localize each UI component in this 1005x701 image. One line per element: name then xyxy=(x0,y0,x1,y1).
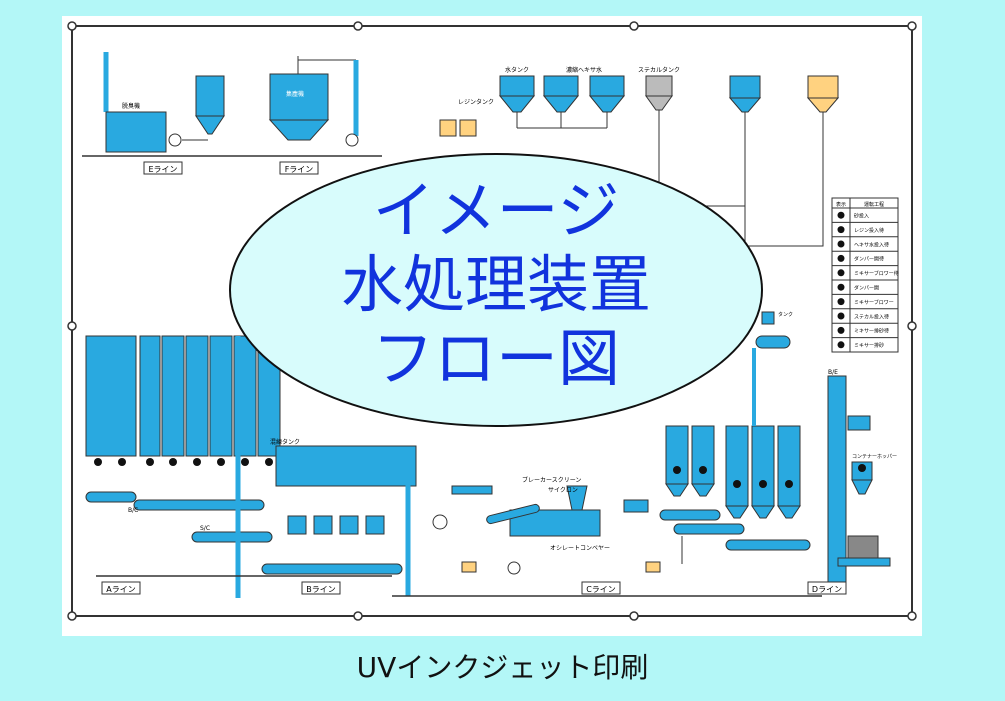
flow-diagram-panel: Eライン Fライン 脱臭機 集塵機 水タンク 濃縮ヘキサ水 ステカルタンク レジ… xyxy=(62,16,922,636)
c-line-units xyxy=(432,485,661,575)
cyclone-label: サイクロン xyxy=(548,487,578,494)
line-a-label: Aライン xyxy=(106,585,135,594)
legend-rows: 砂投入レジン投入待ヘキサ水投入待ダンパー開待ミキサーブロワー待ダンパー開ミキサー… xyxy=(832,211,899,353)
flow-diagram: Eライン Fライン 脱臭機 集塵機 水タンク 濃縮ヘキサ水 ステカルタンク レジ… xyxy=(67,21,917,621)
legend-indicator-icon xyxy=(837,326,845,334)
legend-indicator-icon xyxy=(837,211,845,219)
line-b-label: Bライン xyxy=(306,585,336,594)
legend-item-label: ステカル投入待 xyxy=(854,313,889,320)
legend-item-label: ミキサーブロワー xyxy=(854,299,894,306)
legend-item-label: 砂投入 xyxy=(854,213,869,220)
frame-bolts xyxy=(67,21,917,621)
legend-item-label: レジン投入待 xyxy=(854,227,884,234)
legend-item-label: ダンパー開待 xyxy=(854,256,884,263)
legend-indicator-icon xyxy=(837,226,845,234)
container-hopper-label: コンテナーホッパー xyxy=(852,454,897,460)
hexa-water-label: 濃縮ヘキサ水 xyxy=(566,66,602,74)
a-line-indicators xyxy=(94,458,273,466)
dust-collector-label: 集塵機 xyxy=(286,90,304,98)
diagram-frame xyxy=(71,25,913,617)
line-e-label: Eライン xyxy=(148,165,177,174)
legend-indicator-icon xyxy=(837,254,845,262)
legend-item-label: ミキサー排砂 xyxy=(854,342,884,349)
legend-indicator-icon xyxy=(837,269,845,277)
mixing-tank-label: 混練タンク xyxy=(270,438,300,446)
legend-header-process: 運転工程 xyxy=(864,201,884,208)
resin-tanks xyxy=(439,119,477,137)
b-line-units xyxy=(261,445,417,596)
line-c-label: Cライン xyxy=(586,585,616,594)
be-label: B/E xyxy=(828,369,838,376)
water-tank-label: 水タンク xyxy=(505,66,529,74)
legend-item-label: ミキサー排砂待 xyxy=(854,328,889,335)
legend-indicator-icon xyxy=(837,298,845,306)
a-bc-label: B/C xyxy=(128,507,138,514)
deodorizer-label: 脱臭機 xyxy=(122,102,140,110)
legend-indicator-icon xyxy=(837,240,845,248)
a-line-silos xyxy=(85,335,281,598)
legend-item-label: ダンパー開 xyxy=(854,285,879,292)
legend-header-symbol: 表示 xyxy=(836,201,846,208)
a-sc-label: S/C xyxy=(200,525,210,532)
resin-tank-label: レジンタンク xyxy=(458,98,494,106)
tank-label: タンク xyxy=(778,311,793,318)
breaker-screen-label: ブレーカースクリーン xyxy=(522,476,581,484)
caption: UVインクジェット印刷 xyxy=(356,651,649,684)
line-f-label: Fライン xyxy=(285,165,314,174)
legend-item-label: ヘキサ水投入待 xyxy=(854,241,889,248)
dust-collector xyxy=(268,56,359,147)
d-line-indicators xyxy=(673,464,866,488)
d-line-silos xyxy=(659,311,891,587)
legend-indicator-icon xyxy=(837,312,845,320)
stekal-tank-label: ステカルタンク xyxy=(638,66,680,74)
line-d-label: Dライン xyxy=(812,585,842,594)
deodorizer xyxy=(103,52,225,153)
top-tanks xyxy=(498,75,840,166)
legend-item-label: ミキサーブロワー待 xyxy=(854,270,899,277)
legend-indicator-icon xyxy=(837,341,845,349)
cooler-label: オシレートコンベヤー xyxy=(550,545,610,552)
legend-indicator-icon xyxy=(837,283,845,291)
